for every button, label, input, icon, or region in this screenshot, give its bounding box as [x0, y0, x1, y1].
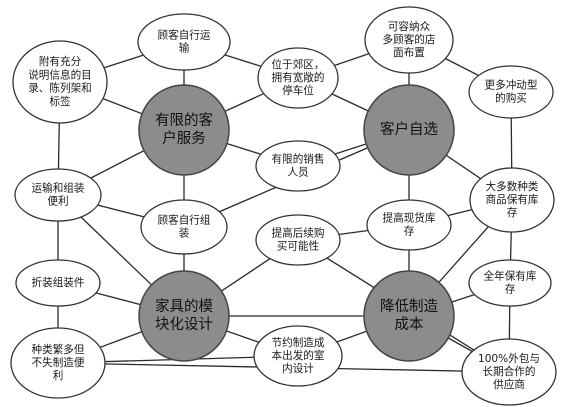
- activity-ellipse: [257, 47, 339, 109]
- activity-label-line: 录、陈列架和: [28, 82, 92, 95]
- activity-label-line: 长期合作的: [483, 365, 536, 378]
- activity-label-line: 存: [404, 225, 415, 238]
- activity-ellipse: [14, 168, 102, 222]
- hub-label-line: 块化设计: [155, 316, 213, 333]
- activity-label-line: 存: [507, 206, 518, 219]
- activity-label-line: 运输和组装: [32, 181, 85, 194]
- activity-label-line: 买可能性: [277, 240, 320, 253]
- activity-label-line: 位于郊区，: [272, 58, 325, 71]
- hub-circle: [138, 84, 230, 176]
- activity-label-line: 便利: [47, 195, 68, 208]
- activity-label-line: 多顾客的店: [383, 33, 436, 46]
- activity-ellipse: [253, 325, 343, 387]
- activity-ellipse: [137, 13, 231, 71]
- activity-label-line: 输: [179, 42, 190, 55]
- activity-label-line: 标签: [49, 95, 71, 108]
- activity-label-line: 供应商: [493, 378, 525, 391]
- hub-label-line: 有限的客: [155, 112, 213, 129]
- activity-label-line: 有限的销售: [272, 152, 325, 165]
- activity-label-line: 不失制造便: [32, 356, 85, 369]
- activity-label-line: 可容纳众: [388, 20, 431, 33]
- activity-label-line: 顾客自行运: [158, 28, 211, 41]
- activity-label-line: 提高后续购: [272, 226, 325, 239]
- activity-label-line: 100%外包与: [478, 352, 540, 365]
- hub-label-line: 降低制造: [380, 298, 438, 315]
- activity-label-line: 提高现货库: [383, 211, 436, 224]
- activity-label-line: 节约制造成: [272, 336, 325, 349]
- activity-label-line: 的购买: [495, 92, 527, 105]
- activity-ellipse: [10, 327, 106, 399]
- activity-node-kits: 折装组装件: [15, 259, 101, 307]
- activity-label-line: 人员: [287, 167, 308, 179]
- activity-label-line: 拥有宽敞的: [272, 71, 325, 84]
- nodes-layer: 顾客自行运输位于郊区，拥有宽敞的停车位可容纳众多顾客的店面布置附有充分说明信息的…: [10, 6, 557, 406]
- activity-label-line: 装: [179, 227, 190, 240]
- activity-label-line: 面布置: [393, 47, 425, 59]
- hub-circle: [138, 270, 230, 362]
- hub-label-line: 客户自选: [380, 121, 438, 138]
- activity-ellipse: [15, 259, 101, 307]
- activity-label-line: 商品保有库: [486, 193, 539, 206]
- hub-circle: [363, 270, 455, 362]
- hub-circle: [363, 84, 455, 176]
- activity-ellipse: [255, 140, 341, 192]
- activity-label-line: 折装组装件: [32, 276, 85, 289]
- activity-label-line: 内设计: [282, 362, 314, 375]
- activity-label-line: 种类繁多但: [32, 343, 85, 356]
- activity-ellipse: [12, 40, 108, 124]
- hub-label-line: 户服务: [162, 130, 206, 147]
- activity-label-line: 利: [53, 370, 64, 382]
- activity-label-line: 附有充分: [39, 55, 82, 68]
- activity-label-line: 顾客自行组: [158, 213, 211, 226]
- hub-node-h2: 客户自选: [363, 84, 455, 176]
- activity-label-line: 本出发的室: [272, 349, 325, 362]
- activity-ellipse: [255, 214, 341, 266]
- activity-label-line: 停车位: [282, 84, 314, 97]
- activity-label-line: 说明信息的目: [28, 68, 92, 81]
- activity-ellipse: [468, 259, 552, 307]
- activity-ellipse: [461, 338, 557, 406]
- activity-label-line: 全年保有库: [484, 269, 537, 282]
- hub-label-line: 家具的模: [155, 298, 213, 315]
- activity-label-line: 更多冲动型: [485, 78, 538, 91]
- activity-ellipse: [468, 65, 554, 119]
- activity-ellipse: [469, 167, 555, 233]
- activity-ellipse: [364, 6, 454, 74]
- activity-ellipse: [140, 199, 228, 255]
- activity-ellipse: [366, 199, 452, 251]
- activity-label-line: 大多数种类: [486, 180, 539, 193]
- hub-label-line: 成本: [395, 316, 424, 333]
- activity-label-line: 存: [505, 283, 516, 296]
